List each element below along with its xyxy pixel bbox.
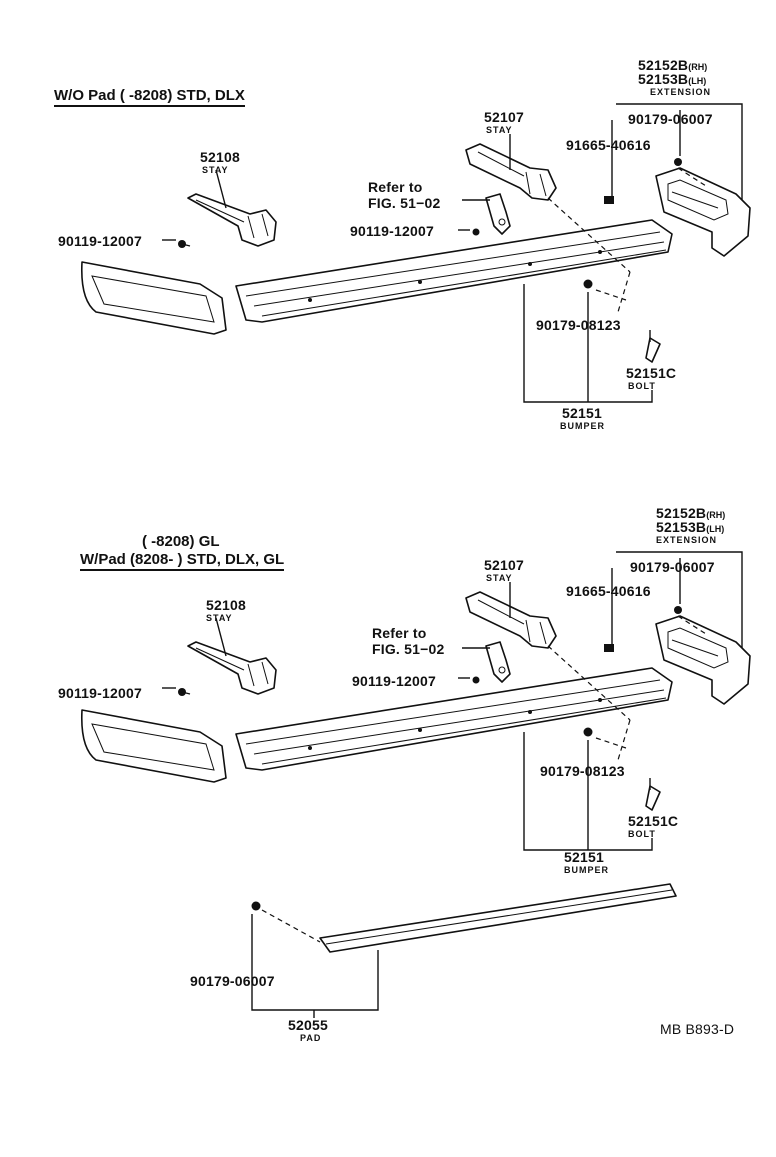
side-suffix: (LH) (688, 76, 707, 86)
nut-top-number: 90179-06007 (628, 111, 713, 127)
part-number: 52152B (638, 57, 689, 73)
pad-nut-number: 90179-06007 (190, 973, 275, 989)
bolt-left-number: 90119-12007 (58, 685, 142, 701)
extension-lh-number: 52153B(LH) (656, 520, 724, 534)
side-suffix: (LH) (706, 524, 725, 534)
screw-number: 91665-40616 (566, 137, 651, 153)
section-2-title-line-1: ( -8208) GL (142, 533, 220, 550)
stay-right-label: STAY (486, 573, 513, 583)
bolt-label: BOLT (628, 829, 656, 839)
stay-left-label: STAY (206, 613, 233, 623)
part-number: 52153B (656, 519, 707, 535)
bolt-mid-number: 90119-12007 (350, 223, 434, 239)
extension-lh-number: 52153B(LH) (638, 72, 706, 86)
extension-label: EXTENSION (656, 535, 718, 545)
bolt-number: 52151C (626, 365, 677, 381)
nut-bottom-number: 90179-08123 (540, 763, 625, 779)
section-1-title: W/O Pad ( -8208) STD, DLX (54, 88, 245, 107)
part-number: 52152B (656, 505, 707, 521)
stay-left-label: STAY (202, 165, 229, 175)
bolt-label: BOLT (628, 381, 656, 391)
stay-left-number: 52108 (206, 597, 246, 613)
bumper-number: 52151 (564, 849, 604, 865)
refer-label-1: Refer to (372, 625, 427, 641)
extension-label: EXTENSION (650, 87, 712, 97)
pad-label: PAD (300, 1033, 322, 1043)
screw-number: 91665-40616 (566, 583, 651, 599)
extension-rh-number: 52152B(RH) (638, 58, 707, 72)
side-suffix: (RH) (688, 62, 708, 72)
bumper-label: BUMPER (564, 865, 610, 875)
section-2-title-line-2: W/Pad (8208- ) STD, DLX, GL (80, 552, 285, 571)
side-suffix: (RH) (706, 510, 726, 520)
bumper-number: 52151 (562, 405, 602, 421)
refer-label-2: FIG. 51−02 (372, 641, 445, 657)
stay-right-label: STAY (486, 125, 513, 135)
bolt-left-number: 90119-12007 (58, 233, 142, 249)
stay-right-number: 52107 (484, 109, 524, 125)
extension-rh-number: 52152B(RH) (656, 506, 725, 520)
stay-right-number: 52107 (484, 557, 524, 573)
figure-code: MB B893-D (660, 1021, 735, 1037)
bolt-mid-number: 90119-12007 (352, 673, 436, 689)
pad-number: 52055 (288, 1017, 328, 1033)
refer-label-2: FIG. 51−02 (368, 195, 441, 211)
bumper-label: BUMPER (560, 421, 606, 431)
stay-left-number: 52108 (200, 149, 240, 165)
nut-top-number: 90179-06007 (630, 559, 715, 575)
refer-label-1: Refer to (368, 179, 423, 195)
part-number: 52153B (638, 71, 689, 87)
bolt-number: 52151C (628, 813, 679, 829)
nut-bottom-number: 90179-08123 (536, 317, 621, 333)
